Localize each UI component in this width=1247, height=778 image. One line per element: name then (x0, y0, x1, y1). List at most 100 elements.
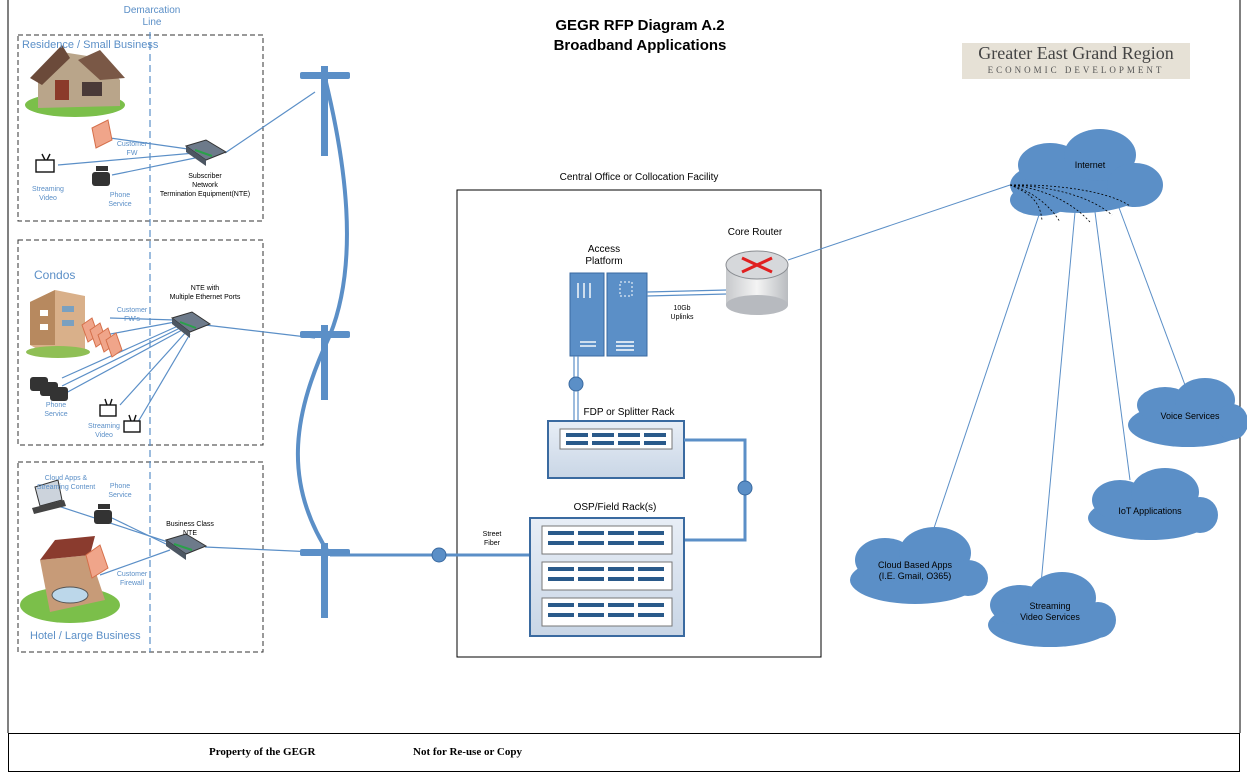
streaming-services-l2: Video Services (1020, 612, 1080, 622)
firewall-hotel (85, 544, 109, 579)
hotel-phone-l1: Phone (109, 483, 131, 490)
residence-streaming-l1: Streaming (32, 186, 64, 193)
access-platform-l2: Platform (585, 256, 623, 267)
hotel-phone-l2: Service (108, 492, 132, 499)
hotel-nte-l2: NTE (183, 530, 197, 537)
uplinks-l1: 10Gb (673, 305, 691, 312)
splice-icon-street (431, 547, 447, 563)
residence-fw-label: Customer FW (108, 140, 156, 158)
tv-condos-2 (123, 414, 141, 433)
residence-phone-l1: Phone (109, 192, 131, 199)
facility-title: Central Office or Collocation Facility (559, 172, 719, 183)
condos-phone-l1: Phone (45, 402, 67, 409)
hotel-image (20, 536, 120, 623)
hotel-nte-label: Business Class NTE (150, 520, 230, 538)
condos-nte-l1: NTE with (190, 285, 220, 292)
hotel-cloud-label: Cloud Apps & Streaming Content (26, 474, 106, 492)
core-router-device (725, 250, 789, 315)
fdp-rack (547, 420, 685, 479)
house-image (25, 45, 125, 117)
residence-fw-l2: FW (126, 150, 138, 157)
hotel-nte-l1: Business Class (166, 521, 214, 528)
firewall-res (91, 119, 113, 149)
gegr-logo: Greater East Grand Region ECONOMIC DEVEL… (962, 43, 1190, 79)
core-router-label: Core Router (727, 227, 783, 238)
title-line2: Broadband Applications (553, 37, 727, 54)
residence-phone-label: Phone Service (96, 191, 144, 209)
utility-pole-1 (300, 66, 350, 156)
firewall-condos (81, 317, 123, 358)
condos-streaming-l2: Video (95, 432, 113, 439)
tv-res (35, 153, 55, 173)
condos-fw-l1: Customer (116, 307, 148, 314)
condos-nte-l2: Multiple Ethernet Ports (169, 294, 241, 301)
diagram-title: GEGR RFP Diagram A.2 Broadband Applicati… (440, 16, 840, 56)
tv-condos-1 (99, 398, 117, 417)
title-line1: GEGR RFP Diagram A.2 (555, 17, 725, 34)
nte-hotel (164, 533, 208, 560)
voice-services-label: Voice Services (1160, 411, 1220, 421)
cloud-apps-label: Cloud Based Apps (I.E. Gmail, O365) (860, 560, 970, 582)
access-platform-device (569, 272, 648, 357)
phones-condos (30, 377, 68, 401)
residence-streaming-l2: Video (39, 195, 57, 202)
zone-condos-box (17, 239, 264, 446)
street-fiber-label: Street Fiber (472, 530, 512, 548)
street-fiber-l1: Street (482, 531, 502, 538)
demarcation-line1: Demarcation (123, 5, 181, 16)
cloud-apps-l2: (I.E. Gmail, O365) (878, 571, 952, 581)
residence-streaming-label: Streaming Video (24, 185, 72, 203)
footer-notice: Not for Re-use or Copy (413, 746, 522, 758)
zone-condos-title: Condos (34, 268, 76, 282)
residence-nte-l1: Subscriber (188, 173, 222, 180)
footer-property: Property of the GEGR (209, 746, 316, 758)
internet-label: Internet (1074, 160, 1106, 170)
hotel-fw-l2: Firewall (119, 580, 145, 587)
streaming-services-cloud (988, 572, 1116, 647)
zone-hotel-title: Hotel / Large Business (30, 630, 141, 642)
residence-nte-label: Subscriber Network Termination Equipment… (150, 172, 260, 199)
demarcation-line2: Line (142, 17, 162, 28)
splice-icon-1 (568, 376, 584, 392)
laptop-icon (32, 479, 66, 514)
condos-phone-l2: Service (44, 411, 68, 418)
iot-cloud (1088, 468, 1218, 540)
internet-cloud (1010, 129, 1163, 216)
residence-nte-l2: Network (192, 182, 218, 189)
cloud-apps-cloud (850, 527, 988, 604)
demarcation-label: Demarcation Line (112, 5, 192, 29)
osp-rack (529, 517, 685, 637)
streaming-services-label: Streaming Video Services (1000, 601, 1100, 623)
condos-streaming-l1: Streaming (88, 423, 120, 430)
hotel-cloud-l1: Cloud Apps & (44, 475, 88, 482)
fdp-label: FDP or Splitter Rack (583, 407, 675, 418)
uplinks-l2: Uplinks (670, 314, 694, 321)
phone-hotel (94, 504, 112, 524)
cloud-apps-l1: Cloud Based Apps (877, 560, 953, 570)
condos-fw-l2: FW's (124, 316, 140, 323)
streaming-services-l1: Streaming (1029, 601, 1071, 611)
internet-dotted-links (1009, 184, 1131, 223)
access-platform-label: Access Platform (570, 244, 638, 268)
zone-residence-box (17, 34, 264, 222)
logo-tagline: ECONOMIC DEVELOPMENT (987, 65, 1165, 75)
zone-hotel-box (17, 461, 264, 653)
footer-bar: Property of the GEGR Not for Re-use or C… (8, 733, 1240, 772)
splice-icon-2 (737, 480, 753, 496)
voice-services-cloud (1128, 378, 1247, 447)
logo-name: Greater East Grand Region (978, 43, 1174, 63)
residence-fw-l1: Customer (116, 141, 148, 148)
utility-pole-3 (300, 543, 350, 618)
condos-nte-label: NTE with Multiple Ethernet Ports (150, 284, 260, 302)
residence-phone-l2: Service (108, 201, 132, 208)
street-fiber-l2: Fiber (484, 540, 500, 547)
condos-fw-label: Customer FW's (108, 306, 156, 324)
condos-streaming-label: Streaming Video (80, 422, 128, 440)
utility-pole-2 (300, 325, 350, 400)
condo-building-image (26, 290, 90, 358)
zone-residence-title: Residence / Small Business (22, 39, 159, 51)
hotel-phone-label: Phone Service (96, 482, 144, 500)
hotel-fw-label: Customer Firewall (108, 570, 156, 588)
